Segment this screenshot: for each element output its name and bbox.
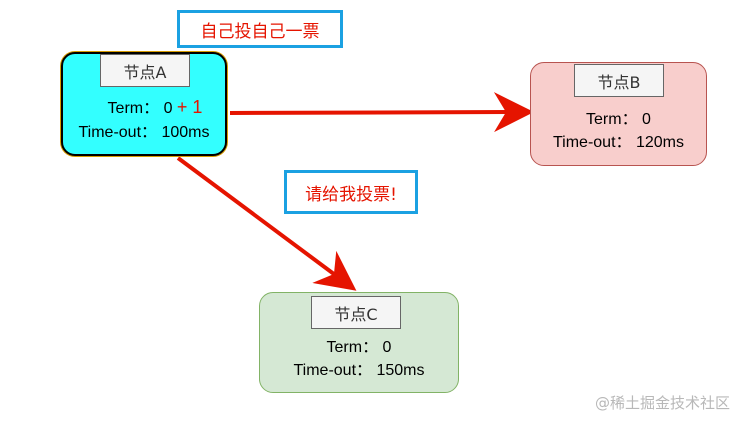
node-c-term-label: Term：: [326, 339, 379, 356]
node-a-term-increment: + 1: [176, 97, 203, 117]
node-c-term-value: 0: [382, 339, 392, 356]
node-c-timeout-label: Time-out：: [293, 362, 373, 379]
node-c: 节点C Term： 0 Time-out： 150ms: [259, 292, 459, 393]
node-c-timeout-line: Time-out： 150ms: [260, 356, 458, 380]
node-b-term-label: Term：: [586, 111, 638, 128]
node-b-timeout-label: Time-out：: [552, 134, 632, 151]
vote-request-callout: 请给我投票!: [284, 170, 418, 214]
node-a-title-box: 节点A: [100, 54, 190, 87]
node-a: 节点A Term： 0 + 1 Time-out： 100ms: [61, 52, 227, 156]
node-a-timeout-value: 100ms: [161, 124, 210, 141]
node-b: 节点B Term： 0 Time-out： 120ms: [530, 62, 707, 166]
node-c-title: 节点C: [334, 304, 378, 324]
node-b-timeout-value: 120ms: [635, 134, 685, 151]
node-a-term-line: Term： 0 + 1: [63, 94, 225, 118]
arrow-a-to-b: [229, 92, 534, 133]
watermark: @稀土掘金技术社区: [594, 394, 730, 412]
vote-request-label: 请给我投票!: [305, 184, 397, 205]
node-a-timeout-line: Time-out： 100ms: [63, 118, 225, 142]
arrow-a-to-c: [176, 156, 357, 291]
node-a-title: 节点A: [123, 62, 167, 82]
self-vote-label: 自己投自己一票: [200, 21, 320, 42]
node-b-term-value: 0: [642, 111, 651, 128]
node-b-title: 节点B: [597, 72, 641, 92]
node-b-title-box: 节点B: [574, 64, 664, 97]
node-c-term-line: Term： 0: [260, 333, 458, 357]
self-vote-callout: 自己投自己一票: [177, 10, 343, 48]
node-a-timeout-label: Time-out：: [78, 124, 158, 141]
node-a-term-label: Term：: [107, 100, 160, 117]
node-a-term-value: 0: [163, 100, 173, 117]
node-b-term-line: Term： 0: [531, 105, 706, 129]
node-c-title-box: 节点C: [311, 296, 401, 329]
node-c-timeout-value: 150ms: [376, 362, 425, 379]
node-b-timeout-line: Time-out： 120ms: [531, 128, 706, 152]
